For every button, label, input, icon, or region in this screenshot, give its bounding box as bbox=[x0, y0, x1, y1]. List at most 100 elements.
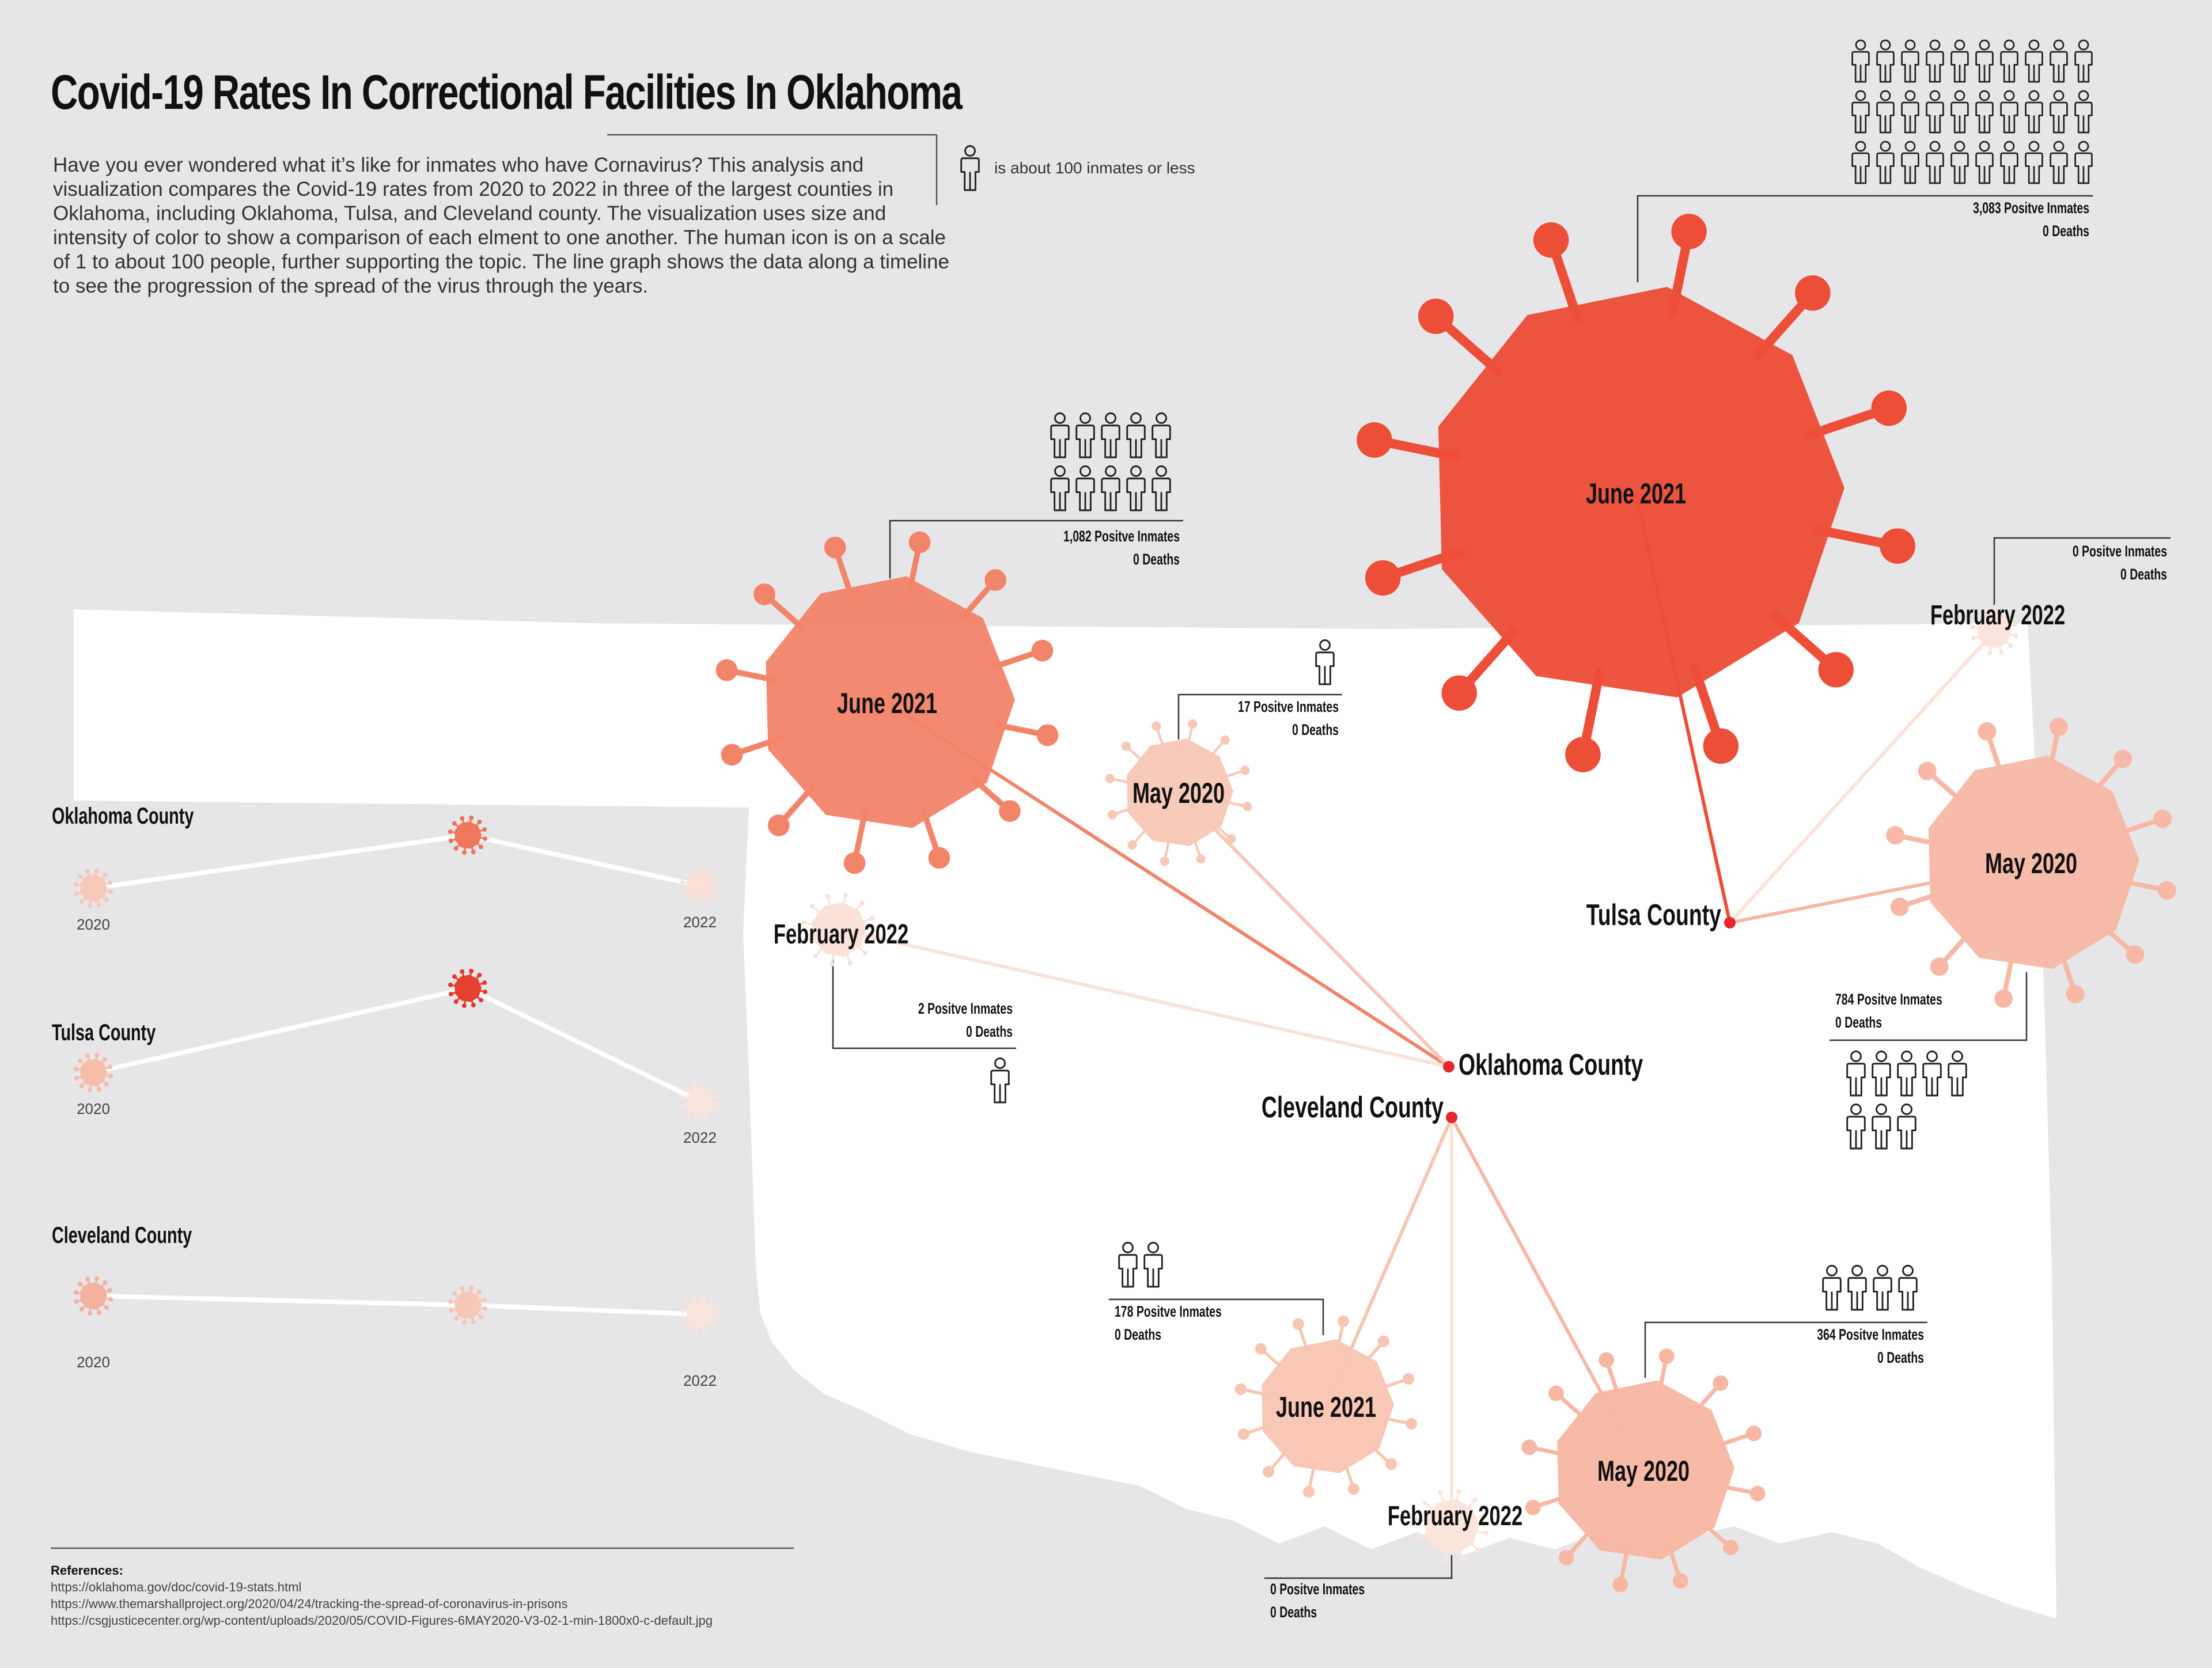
legend-person-icon bbox=[960, 145, 980, 191]
references-heading: References: bbox=[51, 1563, 123, 1578]
person-icon bbox=[1075, 412, 1095, 458]
deaths-count: 0 Deaths bbox=[1292, 721, 1339, 738]
person-icon bbox=[2025, 39, 2043, 83]
virus-bubble bbox=[1414, 1489, 1489, 1564]
leader-line bbox=[1177, 693, 1342, 740]
virus-bubble bbox=[1234, 1315, 1418, 1498]
positive-count: 3,083 Positve Inmates bbox=[1973, 199, 2089, 217]
mini-chart-title: Oklahoma County bbox=[52, 803, 194, 829]
county-hub-label: Cleveland County bbox=[1262, 1090, 1444, 1124]
virus-bubble bbox=[1970, 607, 2018, 655]
tick-label: 2022 bbox=[683, 1372, 717, 1389]
period-label: February 2022 bbox=[1388, 1500, 1522, 1531]
county-hub-dot bbox=[1724, 917, 1736, 928]
deaths-count: 0 Deaths bbox=[2043, 222, 2089, 240]
positive-count: 2 Positve Inmates bbox=[918, 1000, 1013, 1017]
period-label: February 2022 bbox=[1930, 599, 2065, 630]
period-label: June 2021 bbox=[1276, 1392, 1376, 1423]
series-line bbox=[93, 832, 700, 890]
connector-line bbox=[1728, 630, 1996, 924]
person-icon bbox=[1851, 141, 1870, 184]
county-hub-label: Tulsa County bbox=[1586, 898, 1721, 932]
period-label: May 2020 bbox=[1132, 778, 1225, 809]
series-line bbox=[93, 1294, 700, 1317]
leader-line bbox=[889, 520, 1183, 578]
person-icon bbox=[1975, 141, 1994, 184]
intro-paragraph: Have you ever wondered what it’s like fo… bbox=[53, 154, 949, 297]
reference-link[interactable]: https://csgjusticecenter.org/wp-content/… bbox=[51, 1613, 713, 1628]
deaths-count: 0 Deaths bbox=[2120, 566, 2167, 583]
person-icon bbox=[1926, 141, 1944, 184]
positive-count: 0 Positve Inmates bbox=[2073, 543, 2167, 560]
person-icon bbox=[1975, 39, 1994, 83]
person-icon bbox=[2025, 90, 2043, 134]
deaths-count: 0 Deaths bbox=[1270, 1603, 1317, 1621]
deaths-count: 0 Deaths bbox=[1835, 1014, 1882, 1031]
person-icon bbox=[2050, 141, 2068, 184]
positive-count: 784 Positve Inmates bbox=[1835, 991, 1942, 1008]
references: References: https://oklahoma.gov/doc/cov… bbox=[51, 1562, 713, 1629]
positive-count: 17 Positve Inmates bbox=[1238, 698, 1339, 715]
person-icon bbox=[1950, 141, 1969, 184]
leader-line bbox=[1993, 537, 2171, 605]
person-icon bbox=[1101, 412, 1120, 458]
person-icon bbox=[1126, 412, 1146, 458]
virus-bubble bbox=[715, 531, 1059, 874]
leader-line bbox=[1830, 972, 2028, 1041]
person-icon bbox=[1126, 465, 1146, 511]
mini-chart-title: Cleveland County bbox=[52, 1222, 192, 1248]
page-title: Covid-19 Rates In Correctional Facilitie… bbox=[51, 65, 963, 119]
connector-line bbox=[1177, 791, 1450, 1068]
data-point bbox=[680, 866, 720, 906]
person-icon bbox=[1152, 412, 1171, 458]
data-point bbox=[680, 1081, 720, 1121]
data-point bbox=[448, 815, 488, 855]
period-label: May 2020 bbox=[1597, 1455, 1690, 1487]
person-icon bbox=[2074, 39, 2093, 83]
person-icon bbox=[1901, 39, 1919, 83]
person-icon bbox=[2000, 141, 2018, 184]
tick-label: 2020 bbox=[77, 1100, 110, 1117]
leader-line bbox=[1644, 1321, 1927, 1378]
data-point bbox=[448, 968, 488, 1009]
reference-link[interactable]: https://www.themarshallproject.org/2020/… bbox=[51, 1597, 568, 1611]
data-point bbox=[448, 1285, 488, 1325]
deaths-count: 0 Deaths bbox=[1133, 551, 1180, 568]
person-icon bbox=[1901, 141, 1919, 184]
person-icon bbox=[2000, 39, 2018, 83]
person-icon bbox=[1851, 90, 1870, 134]
virus-bubble bbox=[801, 892, 876, 967]
person-icon bbox=[2000, 90, 2018, 134]
period-label: June 2021 bbox=[1586, 478, 1686, 510]
person-icon bbox=[2050, 39, 2068, 83]
person-icon bbox=[1152, 465, 1171, 511]
reference-link[interactable]: https://oklahoma.gov/doc/covid-19-stats.… bbox=[51, 1580, 302, 1594]
virus-bubble bbox=[1521, 1348, 1766, 1593]
virus-bubble bbox=[1105, 719, 1252, 866]
county-hub-label: Oklahoma County bbox=[1459, 1048, 1643, 1082]
person-icon bbox=[2025, 141, 2043, 184]
person-icon bbox=[1950, 39, 1969, 83]
deaths-count: 0 Deaths bbox=[1877, 1349, 1924, 1366]
virus-bubble bbox=[1886, 718, 2176, 1008]
positive-count: 364 Positve Inmates bbox=[1817, 1326, 1924, 1343]
person-icon bbox=[1851, 39, 1870, 83]
connector-line bbox=[838, 928, 1449, 1068]
legend-text: is about 100 inmates or less bbox=[994, 159, 1195, 177]
leader-line bbox=[1637, 195, 2093, 282]
tick-label: 2022 bbox=[683, 913, 717, 931]
data-point bbox=[73, 1276, 113, 1316]
mini-chart-title: Tulsa County bbox=[52, 1019, 156, 1045]
person-icon bbox=[1975, 90, 1994, 134]
person-icon bbox=[1901, 90, 1919, 134]
person-icon bbox=[2050, 90, 2068, 134]
person-icon bbox=[1876, 90, 1895, 134]
virus-bubble bbox=[1357, 214, 1915, 772]
person-icon bbox=[1101, 465, 1120, 511]
data-point bbox=[680, 1294, 720, 1335]
